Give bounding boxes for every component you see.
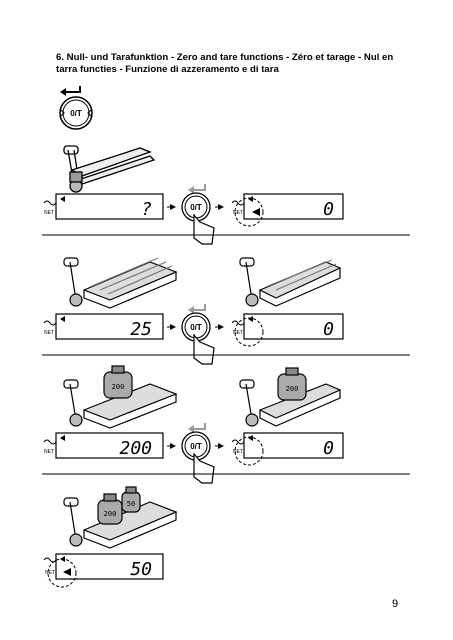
weight-label: 50	[127, 500, 135, 508]
svg-text:NET: NET	[44, 210, 54, 216]
pallet-truck-with-weight-left	[63, 365, 178, 429]
pointing-hand-icon	[193, 333, 215, 365]
display-row3-before: NET 200	[43, 432, 164, 459]
display-row3-after: NET 0	[231, 432, 344, 466]
page-number: 9	[392, 598, 399, 610]
pointing-hand-icon	[193, 452, 215, 484]
pallet-truck-with-weight-right	[239, 367, 342, 427]
display-row2-before: NET 25	[43, 313, 164, 340]
pallet-truck-with-two-weights	[63, 486, 178, 549]
display-value: 200	[119, 438, 152, 459]
zero-tare-button-label: 0/T	[70, 109, 82, 118]
svg-text:NET: NET	[233, 210, 243, 216]
display-value: 50	[130, 559, 152, 580]
zero-tare-press-row2: 0/T	[181, 304, 215, 365]
zero-tare-press-row3: 0/T	[181, 423, 215, 484]
svg-text:NET: NET	[44, 330, 54, 336]
display-row2-after: NET 0	[231, 313, 344, 347]
section-heading: 6. Null- und Tarafunktion - Zero and tar…	[56, 52, 394, 75]
svg-text:NET: NET	[44, 449, 54, 455]
pointing-hand-icon	[193, 213, 215, 245]
zero-tare-press-row1: 0/T	[181, 184, 215, 245]
svg-text:NET: NET	[233, 330, 243, 336]
svg-text:NET: NET	[45, 570, 55, 576]
display-value: ?	[141, 199, 152, 220]
weight-label: 200	[286, 385, 299, 393]
display-value: 25	[130, 319, 152, 340]
pallet-truck-with-pallet-left	[63, 257, 178, 309]
display-value: 0	[323, 319, 334, 340]
zero-tare-button-icon: 0/T	[59, 96, 93, 130]
weight-label: 200	[104, 510, 117, 518]
svg-text:NET: NET	[233, 449, 243, 455]
display-value: 0	[323, 438, 334, 459]
display-row1-after: NET 0	[231, 193, 344, 227]
display-row1-before: NET ?	[43, 193, 164, 220]
pallet-truck-empty	[63, 145, 156, 193]
display-value: 0	[323, 199, 334, 220]
weight-label: 200	[112, 383, 125, 391]
display-row4: NET 50	[43, 553, 164, 588]
svg-text:0/T: 0/T	[190, 203, 202, 212]
pallet-truck-with-pallet-right	[239, 257, 342, 307]
svg-text:0/T: 0/T	[190, 323, 202, 332]
svg-text:0/T: 0/T	[190, 442, 202, 451]
enter-icon	[60, 86, 81, 96]
